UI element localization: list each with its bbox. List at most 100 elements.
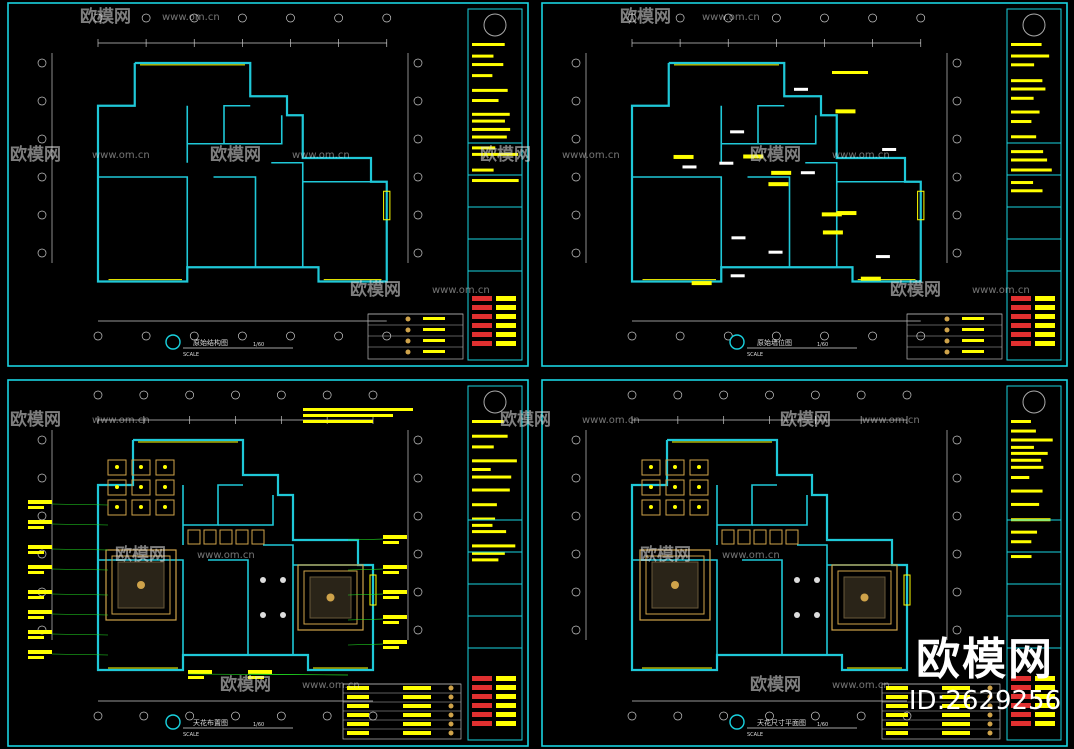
axis-bubble [723, 13, 733, 23]
leader-line [51, 613, 109, 616]
title-block-note [1011, 158, 1048, 162]
title-block-note [1011, 189, 1043, 193]
axis-bubble [238, 13, 247, 23]
pendant-light-icon [326, 593, 335, 602]
title-block-note [472, 420, 504, 423]
ceiling-feature-square [837, 570, 892, 625]
title-block-note [1011, 540, 1032, 544]
title-block [467, 385, 523, 741]
logo-icon [483, 390, 507, 414]
leader-line [51, 548, 109, 551]
annotation-label [28, 565, 52, 569]
pendant-light-icon [671, 581, 679, 589]
axis-bubble [952, 248, 962, 258]
wall-note [835, 109, 856, 114]
partition-wall [717, 484, 777, 526]
axis-bubble [571, 511, 581, 521]
revision-box [472, 694, 492, 699]
title-block-note [472, 127, 511, 131]
wall-tag [800, 171, 815, 175]
axis-bubble [238, 331, 247, 341]
title-block-note [1011, 555, 1032, 559]
axis-bubble [276, 390, 286, 400]
annotation-label [28, 520, 52, 524]
ceiling-strip-panel [737, 529, 751, 545]
axis-bubble [413, 435, 423, 445]
axis-bubble [571, 134, 581, 144]
revision-box [496, 332, 516, 337]
wall-note [673, 154, 694, 159]
ceiling-coffer [641, 479, 661, 496]
legend-label [962, 339, 984, 342]
legend-label [942, 695, 970, 699]
legend-label [942, 704, 970, 708]
legend-label [403, 722, 431, 726]
legend-label [886, 713, 908, 717]
sheet-scale: 1/60 [253, 722, 264, 728]
title-block-note [472, 530, 507, 534]
annotation-label [383, 541, 399, 544]
title-block-note [472, 517, 496, 521]
ceiling-coffer [107, 499, 127, 516]
revision-box [1035, 305, 1055, 310]
watermark-brand: 欧模网 [750, 674, 801, 695]
title-block-note [1011, 150, 1044, 154]
title-block-note [1011, 420, 1031, 423]
legend-label [942, 686, 970, 690]
revision-box [472, 676, 492, 681]
title-block [467, 8, 523, 361]
downlight-icon [794, 577, 800, 583]
legend-label [403, 704, 431, 708]
ceiling-strip-panel [235, 529, 249, 545]
legend-label [886, 722, 908, 726]
annotation-label [28, 571, 44, 574]
axis-bubble [856, 711, 866, 721]
axis-bubble [571, 172, 581, 182]
revision-box [496, 676, 516, 681]
watermark-url: www.om.cn [832, 680, 890, 691]
ceiling-light-icon [673, 485, 677, 489]
axis-bubble [231, 711, 240, 721]
axis-bubble [571, 210, 581, 220]
sheet-scale-label: SCALE [183, 352, 199, 358]
sheet-title-bubble-icon [165, 334, 181, 350]
watermark-brand: 欧模网 [220, 674, 271, 695]
revision-box [472, 712, 492, 717]
axis-bubble [413, 134, 423, 144]
legend-label [347, 686, 369, 690]
leader-line [51, 593, 109, 596]
ceiling-coffer [131, 479, 151, 496]
title-block-note [472, 475, 512, 479]
legend-symbol-icon [987, 694, 993, 700]
axis-bubble [856, 390, 866, 400]
title-block-note [1011, 458, 1042, 462]
legend-symbol-icon [944, 327, 950, 333]
axis-bubble [571, 248, 581, 258]
revision-box [1035, 694, 1055, 699]
exterior-wall [96, 438, 375, 672]
axis-bubble [334, 331, 343, 341]
title-block-note [472, 135, 507, 139]
title-block-note [472, 88, 508, 92]
revision-box [1011, 332, 1031, 337]
legend-symbol-icon [987, 721, 993, 727]
revision-box [1035, 676, 1055, 681]
wall-tag [730, 130, 745, 134]
title-block-note [1011, 489, 1043, 493]
legend-label [886, 695, 908, 699]
ceiling-light-icon [673, 465, 677, 469]
sheet-scale-label: SCALE [183, 732, 199, 738]
watermark-url: www.om.cn [197, 550, 255, 561]
ceiling-coffer [641, 499, 661, 516]
axis-bubble [810, 711, 820, 721]
axis-bubble [37, 58, 47, 68]
leader-line [347, 618, 384, 621]
leader-line [51, 633, 109, 636]
title-block-note [1011, 475, 1030, 479]
ceiling-light-icon [163, 505, 167, 509]
wall-note [691, 281, 712, 286]
axis-bubble [413, 549, 423, 559]
watermark-url: www.om.cn [832, 150, 890, 161]
